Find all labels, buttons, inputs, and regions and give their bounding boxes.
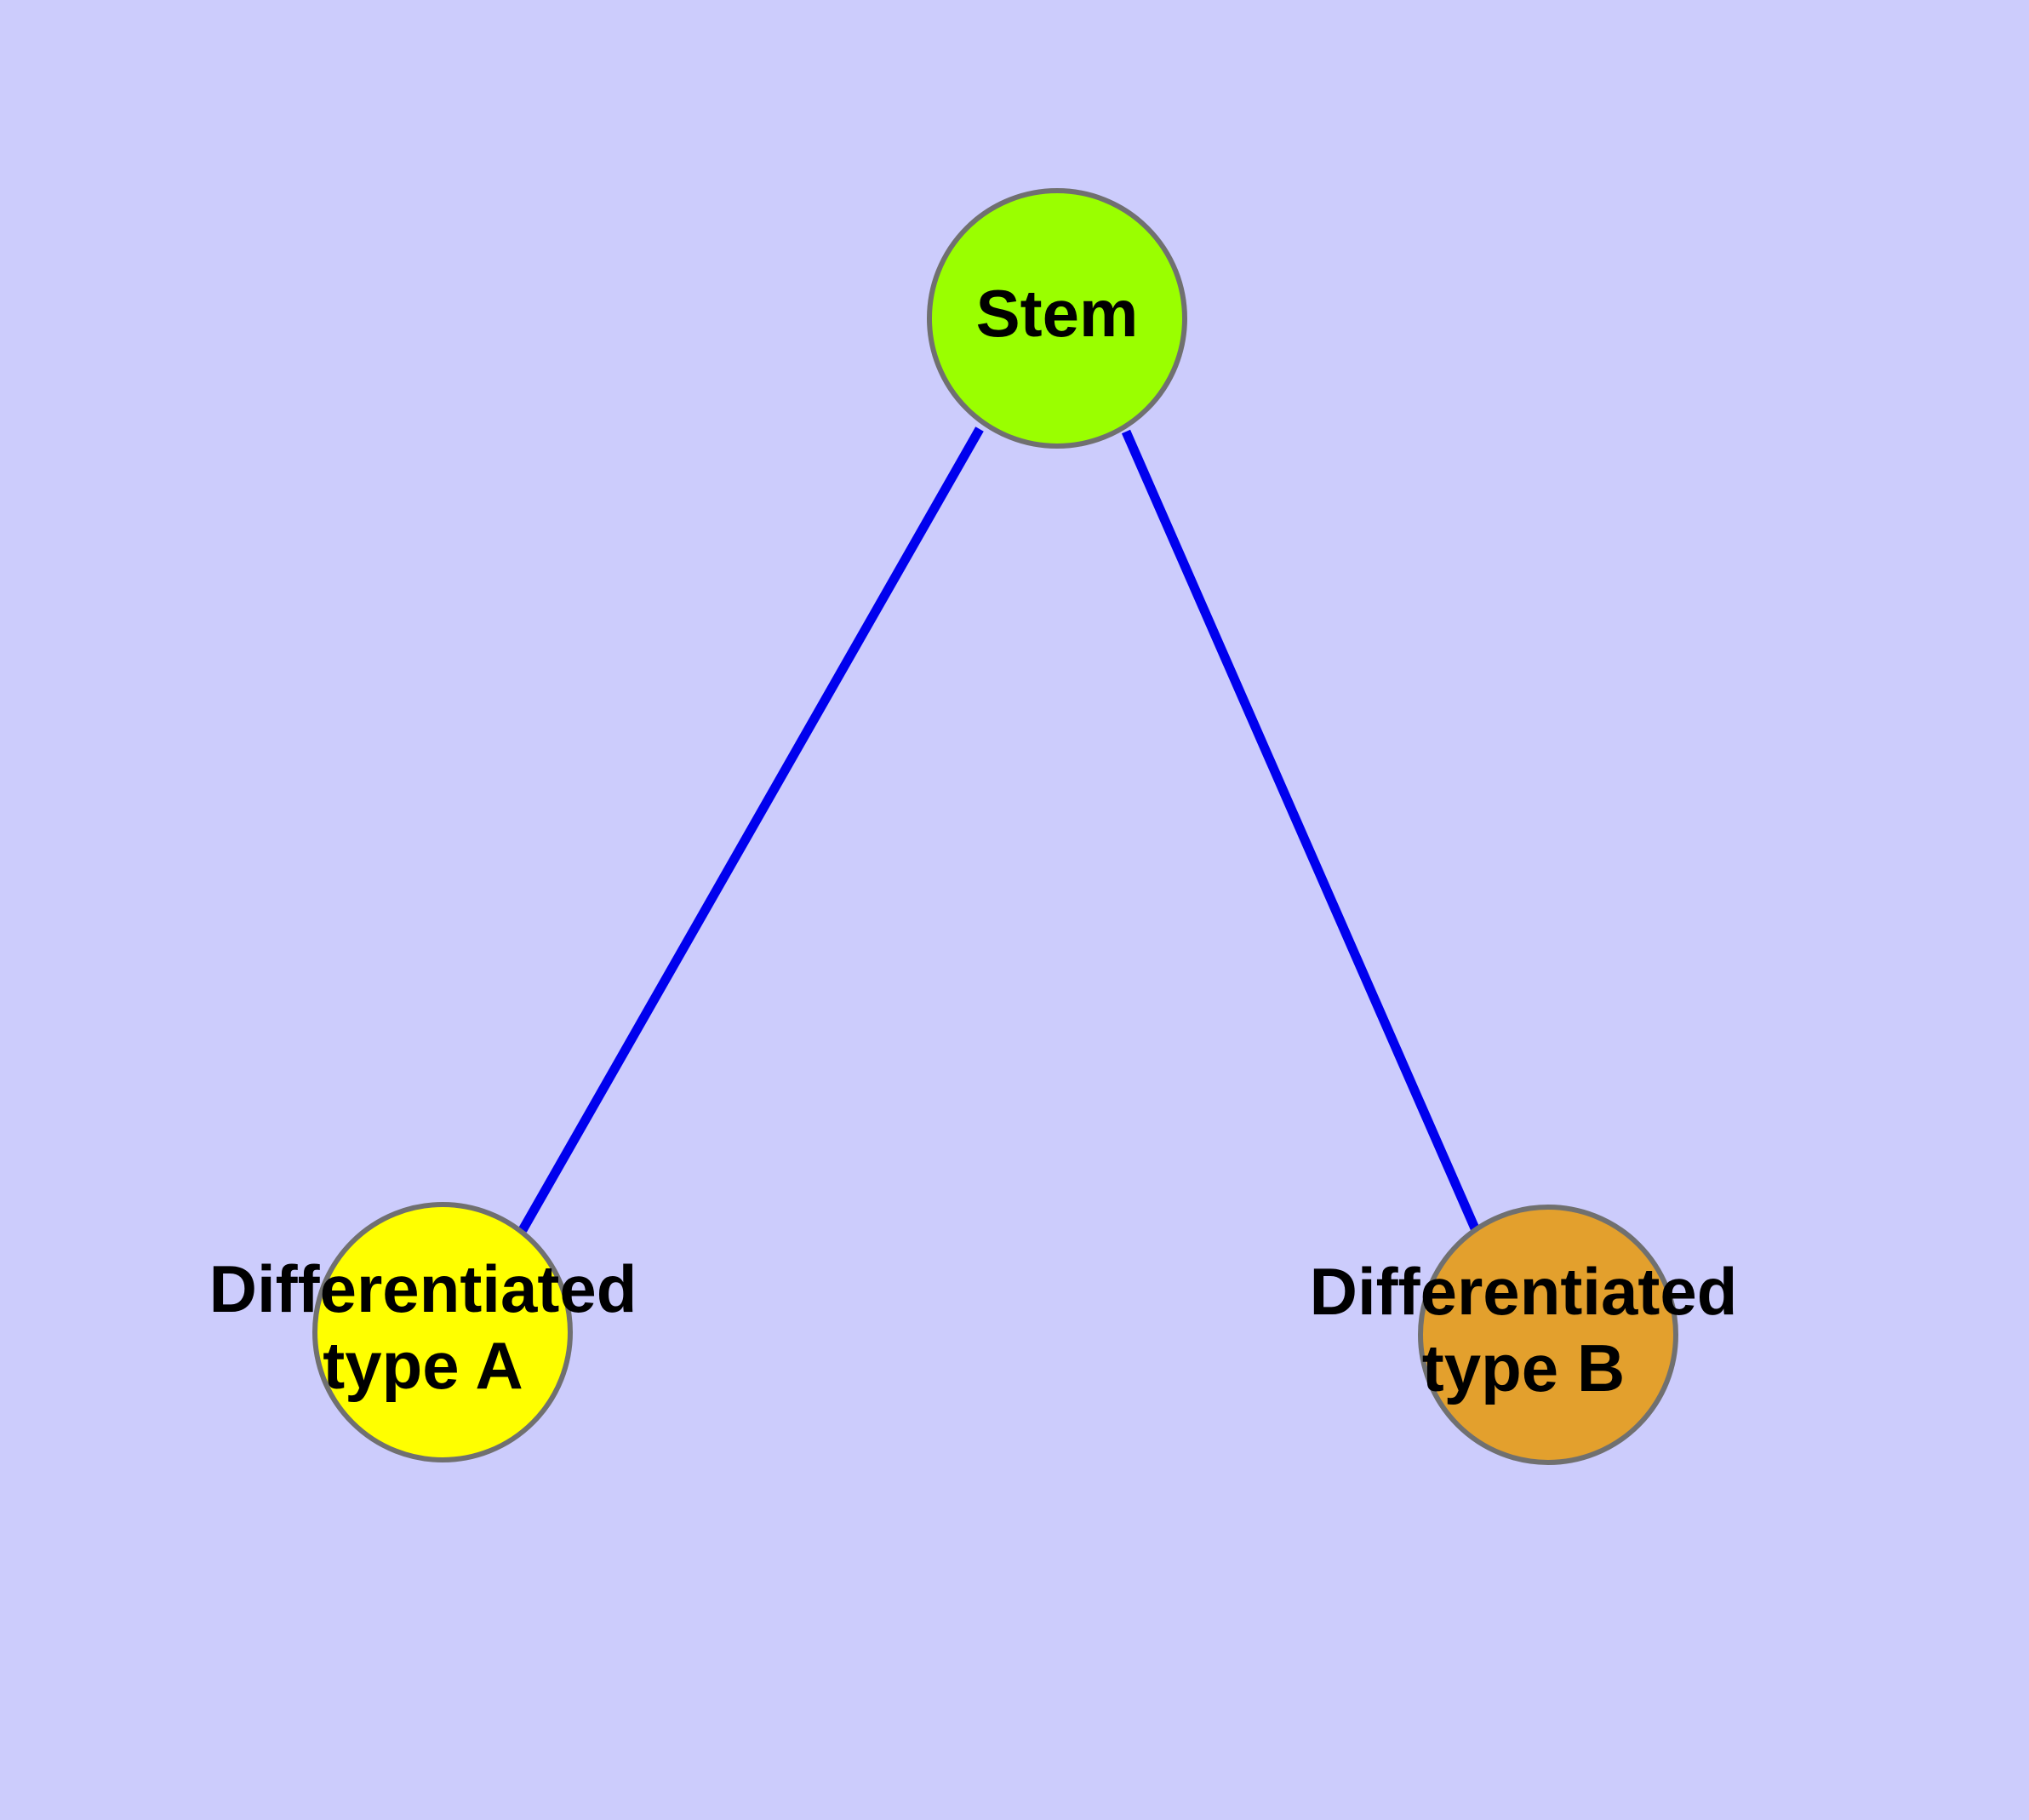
- edge-stem-to-diff-a: [518, 426, 984, 1233]
- node-label-stem: Stem: [976, 276, 1139, 351]
- node-diff_b[interactable]: [1418, 1205, 1678, 1465]
- node-label-line: type B: [1422, 1331, 1625, 1405]
- node-label-line: Differentiated: [1310, 1253, 1738, 1328]
- node-diff_a[interactable]: [312, 1202, 573, 1462]
- node-label-line: type A: [323, 1328, 523, 1403]
- edges-group: [518, 426, 1480, 1233]
- node-stem[interactable]: [927, 188, 1187, 449]
- node-label-line: Stem: [976, 276, 1139, 351]
- nodes-group: [312, 188, 1678, 1465]
- edge-stem-to-diff-b: [1121, 429, 1480, 1231]
- node-label-line: Differentiated: [209, 1251, 637, 1325]
